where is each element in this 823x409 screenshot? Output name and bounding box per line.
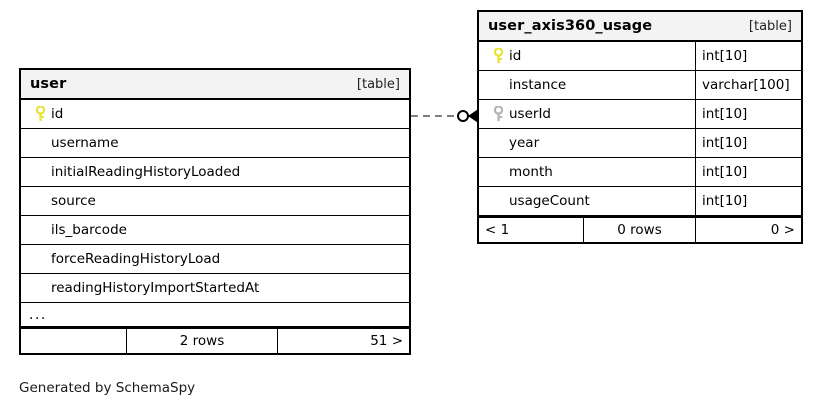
table-user-axis360-usage[interactable]: user_axis360_usage [table] id int[10]: [477, 10, 803, 244]
column-label: initialReadingHistoryLoaded: [51, 164, 241, 180]
column-label: userId: [509, 106, 551, 122]
column-name-cell: readingHistoryImportStartedAt: [21, 274, 409, 302]
footer-prev-page[interactable]: [21, 329, 126, 353]
column-label: usageCount: [509, 193, 590, 209]
foreign-key-icon: [487, 106, 509, 122]
column-label: month: [509, 164, 553, 180]
column-label: username: [51, 135, 119, 151]
table-user-axis360-usage-tag: [table]: [748, 18, 792, 34]
column-row-month[interactable]: month int[10]: [479, 158, 801, 187]
table-user-axis360-usage-title: user_axis360_usage: [488, 18, 653, 34]
column-row-instance[interactable]: instance varchar[100]: [479, 71, 801, 100]
relationship-connector-user-to-user-axis360-usage[interactable]: [409, 102, 481, 130]
table-user-header: user [table]: [21, 70, 409, 100]
relationship-crowfoot-arrow: [468, 108, 479, 124]
column-label: forceReadingHistoryLoad: [51, 251, 221, 267]
column-label: ils_barcode: [51, 222, 127, 238]
column-label: id: [509, 48, 522, 64]
column-name-cell: initialReadingHistoryLoaded: [21, 158, 409, 186]
column-label: instance: [509, 77, 567, 93]
column-type: varchar[100]: [695, 71, 801, 99]
footer-next-page[interactable]: 0 >: [770, 222, 795, 238]
column-name-cell: id: [21, 100, 409, 128]
column-type: int[10]: [695, 100, 801, 128]
column-label: id: [51, 106, 64, 122]
table-user-title: user: [30, 76, 67, 92]
footer-prev-page[interactable]: < 1: [485, 222, 510, 238]
column-name-cell: year: [479, 129, 695, 157]
table-user-axis360-usage-footer: < 1 0 rows 0 >: [479, 216, 801, 242]
column-row-username[interactable]: username: [21, 129, 409, 158]
column-label: readingHistoryImportStartedAt: [51, 280, 260, 296]
column-row-id[interactable]: id int[10]: [479, 42, 801, 71]
column-name-cell: instance: [479, 71, 695, 99]
column-type: int[10]: [695, 129, 801, 157]
column-label: source: [51, 193, 96, 209]
column-row-usagecount[interactable]: usageCount int[10]: [479, 187, 801, 216]
table-user-tag: [table]: [356, 76, 400, 92]
column-row-forcereadinghistoryload[interactable]: forceReadingHistoryLoad: [21, 245, 409, 274]
column-label: year: [509, 135, 540, 151]
column-name-cell: ils_barcode: [21, 216, 409, 244]
table-user-axis360-usage-header: user_axis360_usage [table]: [479, 12, 801, 42]
footer-row-count: 0 rows: [583, 218, 696, 242]
table-user-footer: 2 rows 51 >: [21, 327, 409, 353]
column-name-cell: month: [479, 158, 695, 186]
column-row-source[interactable]: source: [21, 187, 409, 216]
more-columns-indicator: ...: [21, 303, 409, 327]
column-type: int[10]: [695, 158, 801, 186]
column-type: int[10]: [695, 42, 801, 70]
column-type: int[10]: [695, 187, 801, 215]
column-row-readinghistoryimportstartedat[interactable]: readingHistoryImportStartedAt: [21, 274, 409, 303]
column-name-cell: userId: [479, 100, 695, 128]
column-name-cell: usageCount: [479, 187, 695, 215]
column-row-id[interactable]: id: [21, 100, 409, 129]
primary-key-icon: [29, 106, 51, 122]
footer-row-count: 2 rows: [126, 329, 278, 353]
relationship-open-circle-marker: [457, 110, 469, 122]
column-row-initialreadinghistoryloaded[interactable]: initialReadingHistoryLoaded: [21, 158, 409, 187]
column-name-cell: forceReadingHistoryLoad: [21, 245, 409, 273]
footer-next-page[interactable]: 51 >: [370, 333, 403, 349]
table-user[interactable]: user [table] id username: [19, 68, 411, 355]
column-row-userid[interactable]: userId int[10]: [479, 100, 801, 129]
column-row-ils-barcode[interactable]: ils_barcode: [21, 216, 409, 245]
column-name-cell: username: [21, 129, 409, 157]
primary-key-icon: [487, 48, 509, 64]
column-row-year[interactable]: year int[10]: [479, 129, 801, 158]
column-name-cell: id: [479, 42, 695, 70]
generated-by-caption: Generated by SchemaSpy: [19, 380, 196, 396]
column-name-cell: source: [21, 187, 409, 215]
